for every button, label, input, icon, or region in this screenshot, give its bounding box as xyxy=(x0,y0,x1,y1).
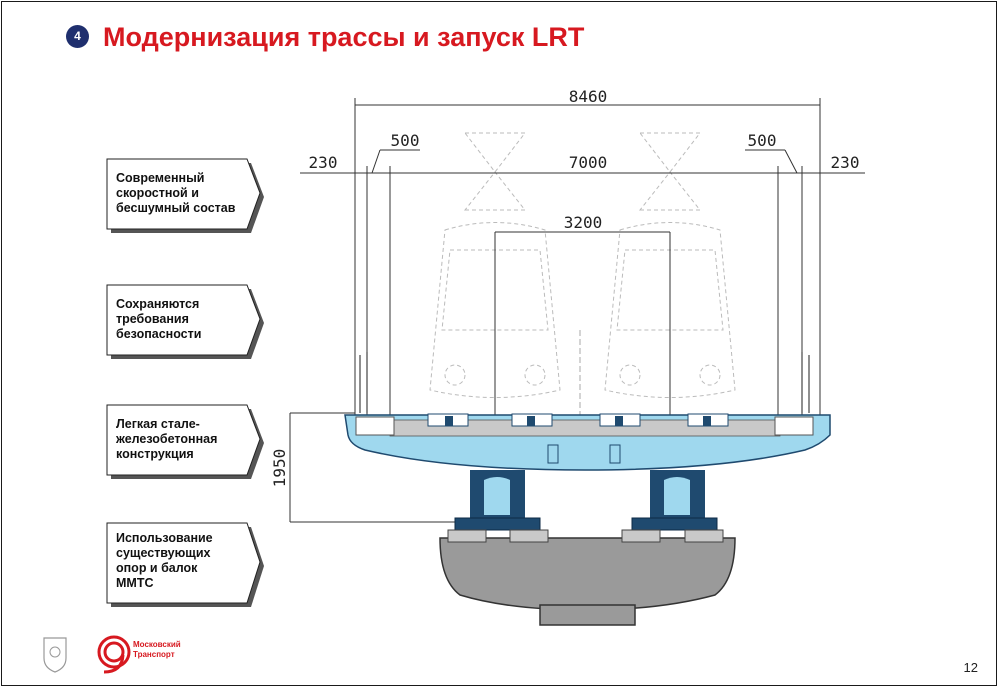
dim-inner-width: 7000 xyxy=(569,153,608,172)
pier-left xyxy=(454,470,541,531)
curb-left xyxy=(355,416,395,436)
dim-height: 1950 xyxy=(270,449,289,488)
pier-right xyxy=(631,470,718,531)
dim-right-offset: 500 xyxy=(748,131,777,150)
train-outline-left xyxy=(429,132,561,398)
dim-total-width: 8460 xyxy=(569,87,608,106)
callout-arrow-shape xyxy=(106,284,264,359)
page-number: 12 xyxy=(963,660,978,675)
moscow-emblem-icon xyxy=(43,637,67,673)
train-outline-right xyxy=(604,132,736,398)
deck-joint-right xyxy=(609,444,621,464)
callout-arrow-shape xyxy=(106,158,264,233)
existing-support-beam xyxy=(439,537,736,611)
slide-number-badge: 4 xyxy=(66,25,89,48)
callout-arrow-shape xyxy=(106,404,264,479)
moscow-transport-logo-icon xyxy=(97,635,131,674)
support-column xyxy=(539,604,636,626)
rails xyxy=(445,416,711,426)
callout-arrow-shape xyxy=(106,522,264,607)
dim-left-edge: 230 xyxy=(309,153,338,172)
dim-track-span: 3200 xyxy=(564,213,603,232)
bearing-pads xyxy=(447,529,724,543)
railings xyxy=(359,352,810,413)
dim-left-offset: 500 xyxy=(391,131,420,150)
dim-right-edge: 230 xyxy=(831,153,860,172)
slide-title: Модернизация трассы и запуск LRT xyxy=(103,22,585,52)
curb-right xyxy=(774,416,814,436)
logo-text: Московский Транспорт xyxy=(133,640,181,659)
deck-joint-left xyxy=(547,444,559,464)
